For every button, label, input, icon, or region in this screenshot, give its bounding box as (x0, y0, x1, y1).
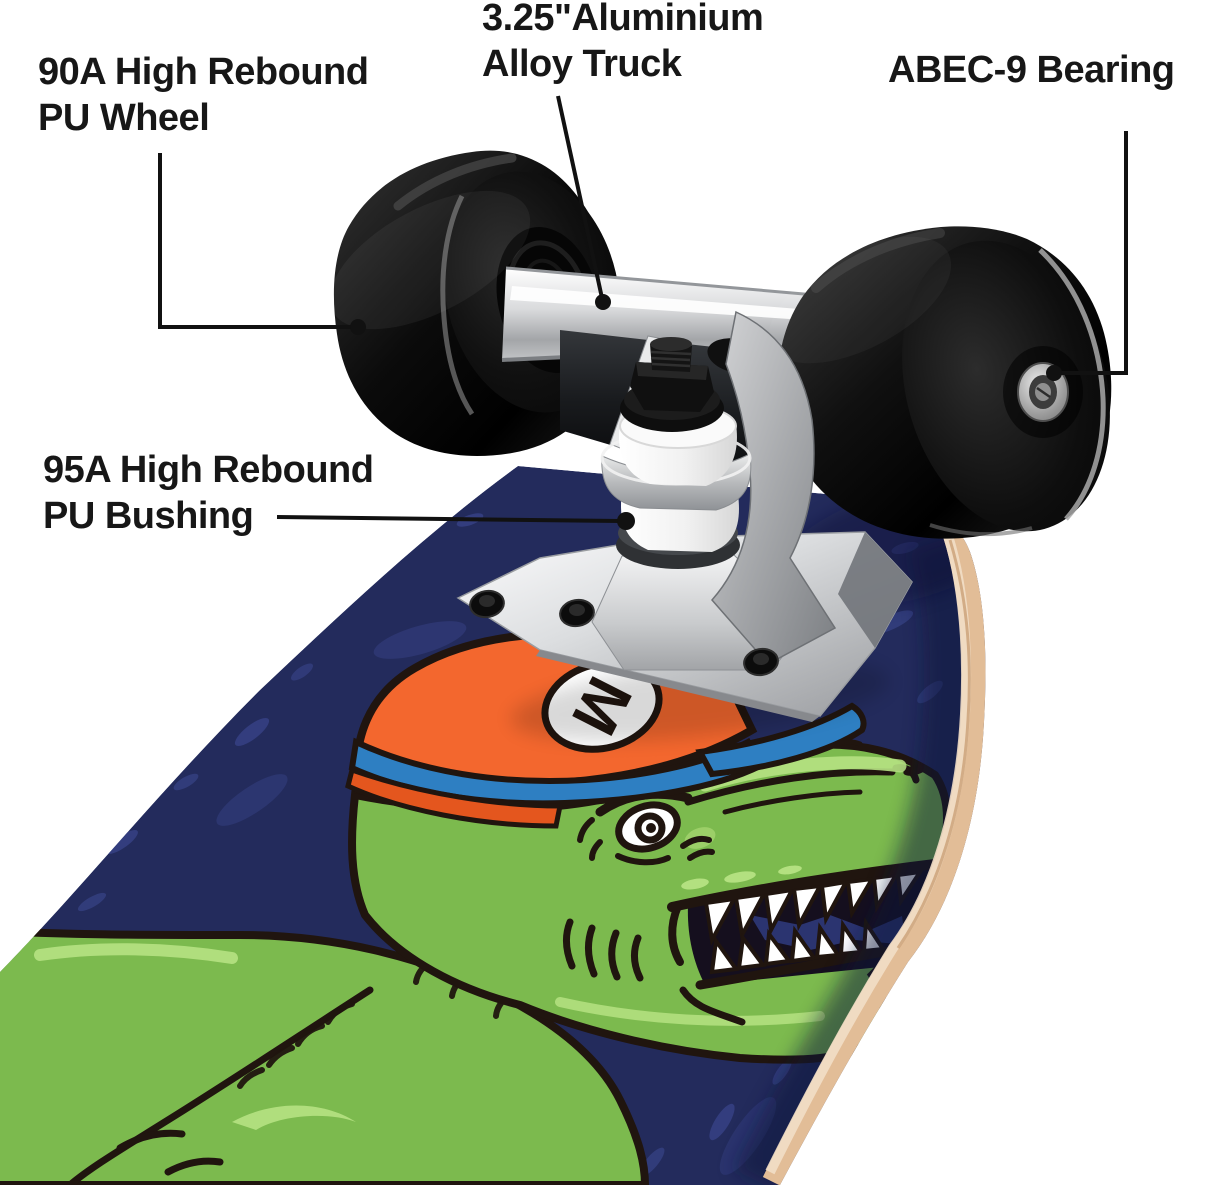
leader-dot-bearing (1046, 365, 1062, 381)
label-alloy-truck: 3.25"Aluminium Alloy Truck (482, 0, 764, 87)
leader-line-bearing (1060, 131, 1128, 375)
label-pu-wheel-line2: PU Wheel (38, 97, 210, 139)
abec-bearing (1003, 346, 1083, 438)
leader-dot-wheel (350, 319, 366, 335)
leader-dots (350, 294, 1062, 530)
leader-line-wheel (158, 153, 356, 329)
label-pu-bushing-line2: PU Bushing (43, 495, 254, 537)
label-pu-bushing-line1: 95A High Rebound (43, 449, 374, 491)
leader-dot-bushing (617, 512, 635, 530)
label-alloy-truck-line1: 3.25"Aluminium (482, 0, 764, 39)
leader-line-bushing (276, 515, 621, 523)
dino-eye (577, 789, 715, 866)
label-abec-bearing: ABEC-9 Bearing (888, 47, 1175, 93)
hanger-window-left (560, 330, 648, 446)
cap-brim (695, 702, 867, 778)
label-abec-bearing-line1: ABEC-9 Bearing (888, 49, 1175, 91)
truck-baseplate-group (456, 310, 913, 741)
right-wheel (768, 226, 1112, 539)
mounting-bolts (469, 589, 779, 677)
cap-underside (345, 766, 564, 829)
label-pu-bushing: 95A High Rebound PU Bushing (43, 447, 374, 539)
label-pu-wheel-line1: 90A High Rebound (38, 51, 369, 93)
kingpin-bushing-stack (600, 337, 752, 569)
leader-lines (158, 95, 1128, 523)
label-pu-wheel: 90A High Rebound PU Wheel (38, 49, 369, 141)
leader-dot-truck (595, 294, 611, 310)
label-alloy-truck-line2: Alloy Truck (482, 43, 682, 85)
hanger-arm (711, 310, 837, 665)
leader-line-truck (556, 95, 604, 299)
